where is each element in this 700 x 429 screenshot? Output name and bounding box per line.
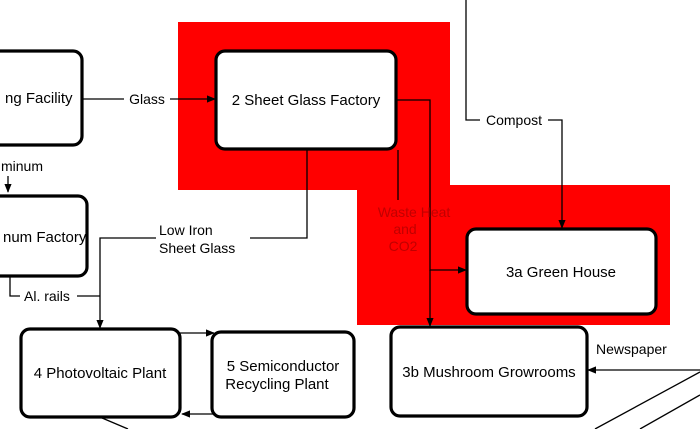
edges bbox=[4, 0, 700, 429]
node-recycling-facility[interactable]: ng Facility bbox=[0, 49, 84, 147]
edge-waste-heat-greenhouse bbox=[396, 99, 467, 274]
node-photovoltaic-plant-label: 4 Photovoltaic Plant bbox=[34, 365, 167, 382]
node-semiconductor-plant-label-line1: 5 Semiconductor bbox=[227, 358, 340, 375]
edge-label-waste-heat-line3: CO2 bbox=[389, 238, 418, 254]
node-green-house-label: 3a Green House bbox=[506, 264, 616, 281]
node-aluminum-factory[interactable]: num Factory bbox=[0, 194, 89, 278]
node-semiconductor-plant-label-line2: Recycling Plant bbox=[225, 376, 329, 393]
edge-low-iron-left bbox=[96, 237, 156, 329]
edge-label-compost: Compost bbox=[486, 112, 542, 128]
node-photovoltaic-plant[interactable]: 4 Photovoltaic Plant bbox=[19, 327, 182, 419]
edge-low-iron bbox=[250, 150, 308, 239]
node-green-house[interactable]: 3a Green House bbox=[465, 227, 658, 316]
edge-compost-right bbox=[548, 119, 566, 229]
node-sheet-glass-factory-label: 2 Sheet Glass Factory bbox=[232, 92, 381, 109]
node-photovoltaic-plant-box bbox=[19, 327, 182, 419]
edge-diagonal-top bbox=[594, 371, 700, 429]
node-aluminum-factory-label: num Factory bbox=[3, 229, 87, 246]
node-recycling-facility-box bbox=[0, 49, 84, 147]
edge-label-glass: Glass bbox=[129, 91, 165, 107]
edge-compost-left bbox=[465, 0, 480, 121]
edge-label-low-iron-line1: Low Iron bbox=[159, 222, 213, 238]
node-semiconductor-plant[interactable]: 5 Semiconductor Recycling Plant bbox=[210, 330, 356, 419]
edge-label-newspaper: Newspaper bbox=[596, 341, 667, 357]
node-sheet-glass-factory[interactable]: 2 Sheet Glass Factory bbox=[214, 49, 398, 151]
edge-al-rails-left bbox=[9, 276, 20, 297]
edge-label-aluminum: minum bbox=[1, 158, 43, 174]
node-mushroom-growrooms-label: 3b Mushroom Growrooms bbox=[402, 364, 575, 381]
node-recycling-facility-label: ng Facility bbox=[5, 90, 73, 107]
node-mushroom-growrooms[interactable]: 3b Mushroom Growrooms bbox=[389, 325, 589, 418]
edge-labels: Glass minum Compost Low Iron Sheet Glass… bbox=[1, 91, 667, 357]
edge-label-waste-heat-line1: Waste Heat bbox=[378, 204, 451, 220]
edge-label-low-iron-line2: Sheet Glass bbox=[159, 240, 235, 256]
node-aluminum-factory-box bbox=[0, 194, 89, 278]
edge-label-waste-heat-line2: and bbox=[393, 221, 416, 237]
node-sheet-glass-factory-box bbox=[214, 49, 398, 151]
edge-diagonal-bottom bbox=[639, 394, 700, 429]
node-mushroom-growrooms-box bbox=[389, 325, 589, 418]
node-semiconductor-plant-box bbox=[210, 330, 356, 419]
node-green-house-box bbox=[465, 227, 658, 316]
edge-label-al-rails: Al. rails bbox=[24, 288, 70, 304]
